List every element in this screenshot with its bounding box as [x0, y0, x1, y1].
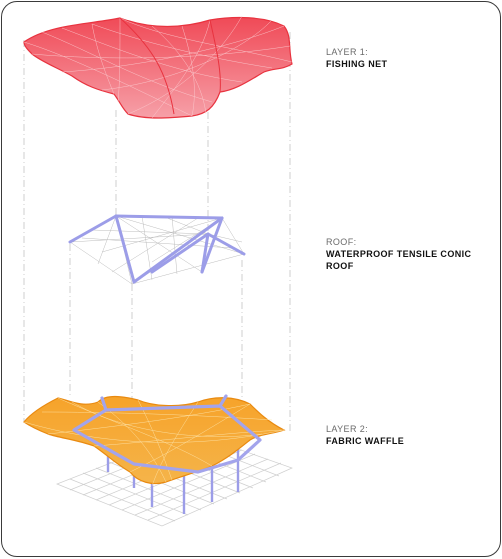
fabric-waffle-layer	[24, 396, 292, 526]
tensile-roof-layer	[70, 216, 244, 284]
label-fabric-waffle-layer: LAYER 2:	[326, 423, 404, 435]
fishing-net-layer	[24, 16, 292, 118]
label-fabric-waffle: LAYER 2: FABRIC WAFFLE	[326, 423, 404, 447]
label-roof-layer: ROOF:	[326, 236, 500, 248]
label-roof-title: WATERPROOF TENSILE CONIC ROOF	[326, 248, 500, 272]
label-fabric-waffle-title: FABRIC WAFFLE	[326, 435, 404, 447]
label-fishing-net-title: FISHING NET	[326, 58, 387, 70]
label-roof: ROOF: WATERPROOF TENSILE CONIC ROOF	[326, 236, 500, 272]
label-fishing-net: LAYER 1: FISHING NET	[326, 46, 387, 70]
roof-frame	[70, 216, 244, 282]
fishing-net-surface	[24, 18, 292, 118]
label-fishing-net-layer: LAYER 1:	[326, 46, 387, 58]
